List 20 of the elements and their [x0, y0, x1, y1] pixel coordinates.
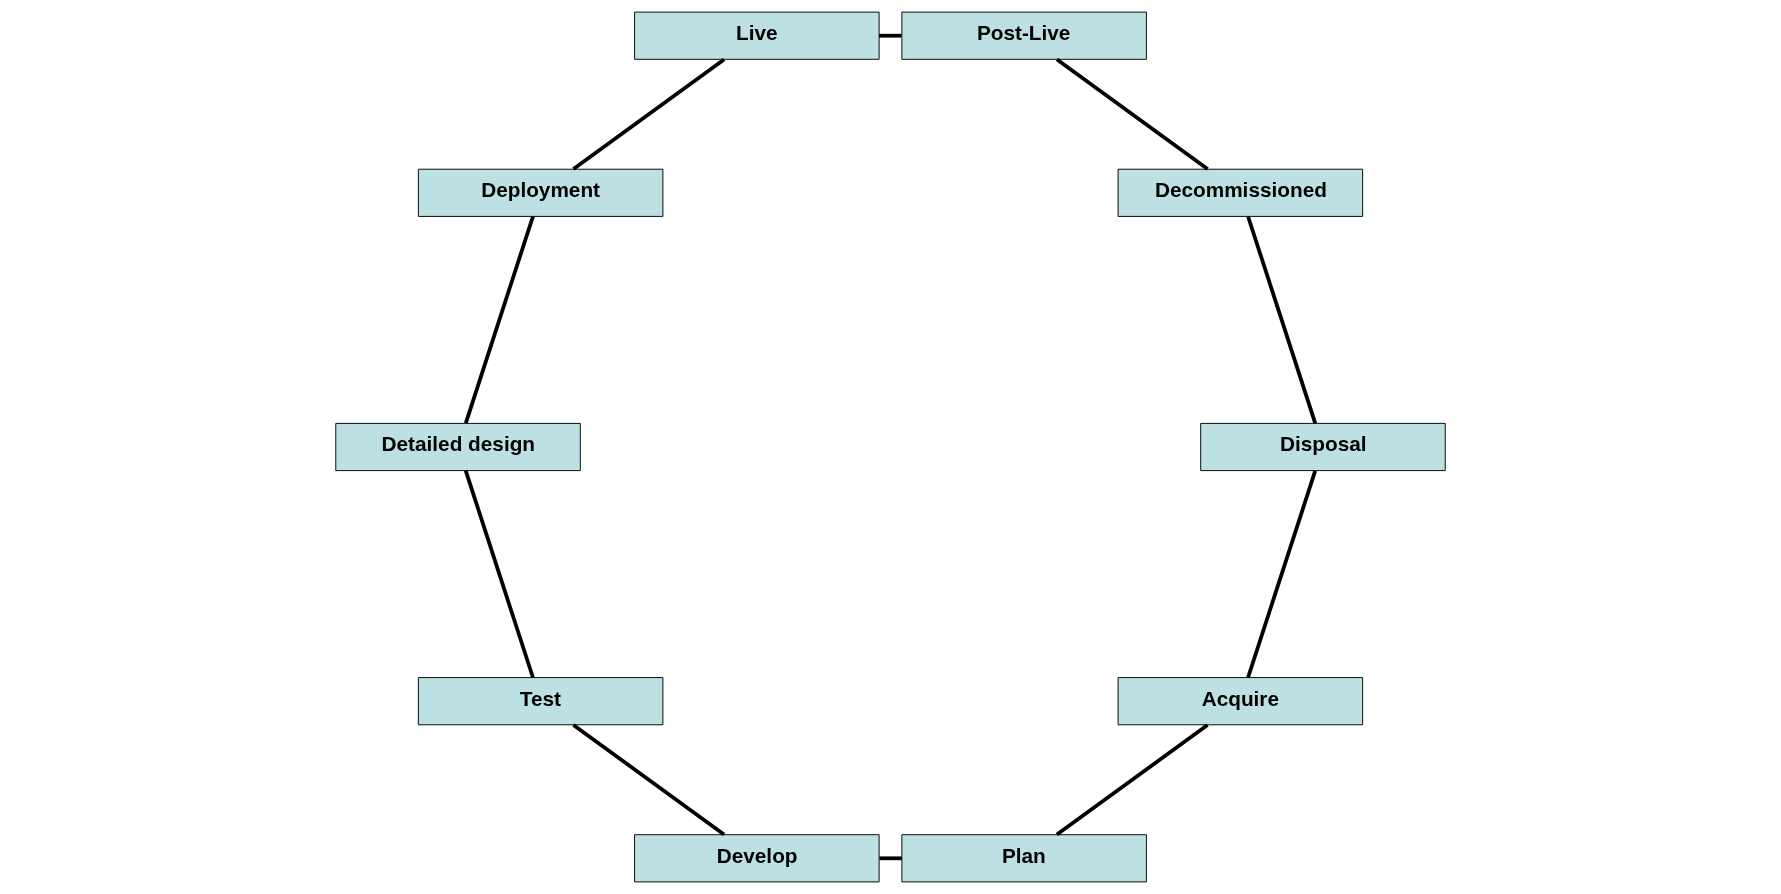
node-box: Decommissioned — [1117, 168, 1364, 217]
connector — [879, 33, 902, 38]
connector — [572, 723, 726, 836]
connector — [572, 58, 726, 171]
connector — [1055, 723, 1209, 836]
node-box: Post-Live — [901, 11, 1147, 60]
node-box: Detailed design — [335, 422, 581, 472]
connector — [464, 215, 535, 424]
node-box: Disposal — [1200, 422, 1446, 472]
node-box: Live — [634, 11, 880, 60]
node-box: Develop — [634, 834, 880, 883]
node-box: Deployment — [417, 168, 664, 217]
node-box: Plan — [901, 834, 1147, 883]
node-box: Acquire — [1117, 677, 1364, 726]
connector — [1246, 470, 1317, 679]
node-box: Test — [417, 677, 664, 726]
connector — [1246, 216, 1318, 424]
connector — [879, 856, 902, 861]
connector — [1055, 58, 1209, 171]
connector — [463, 470, 535, 678]
